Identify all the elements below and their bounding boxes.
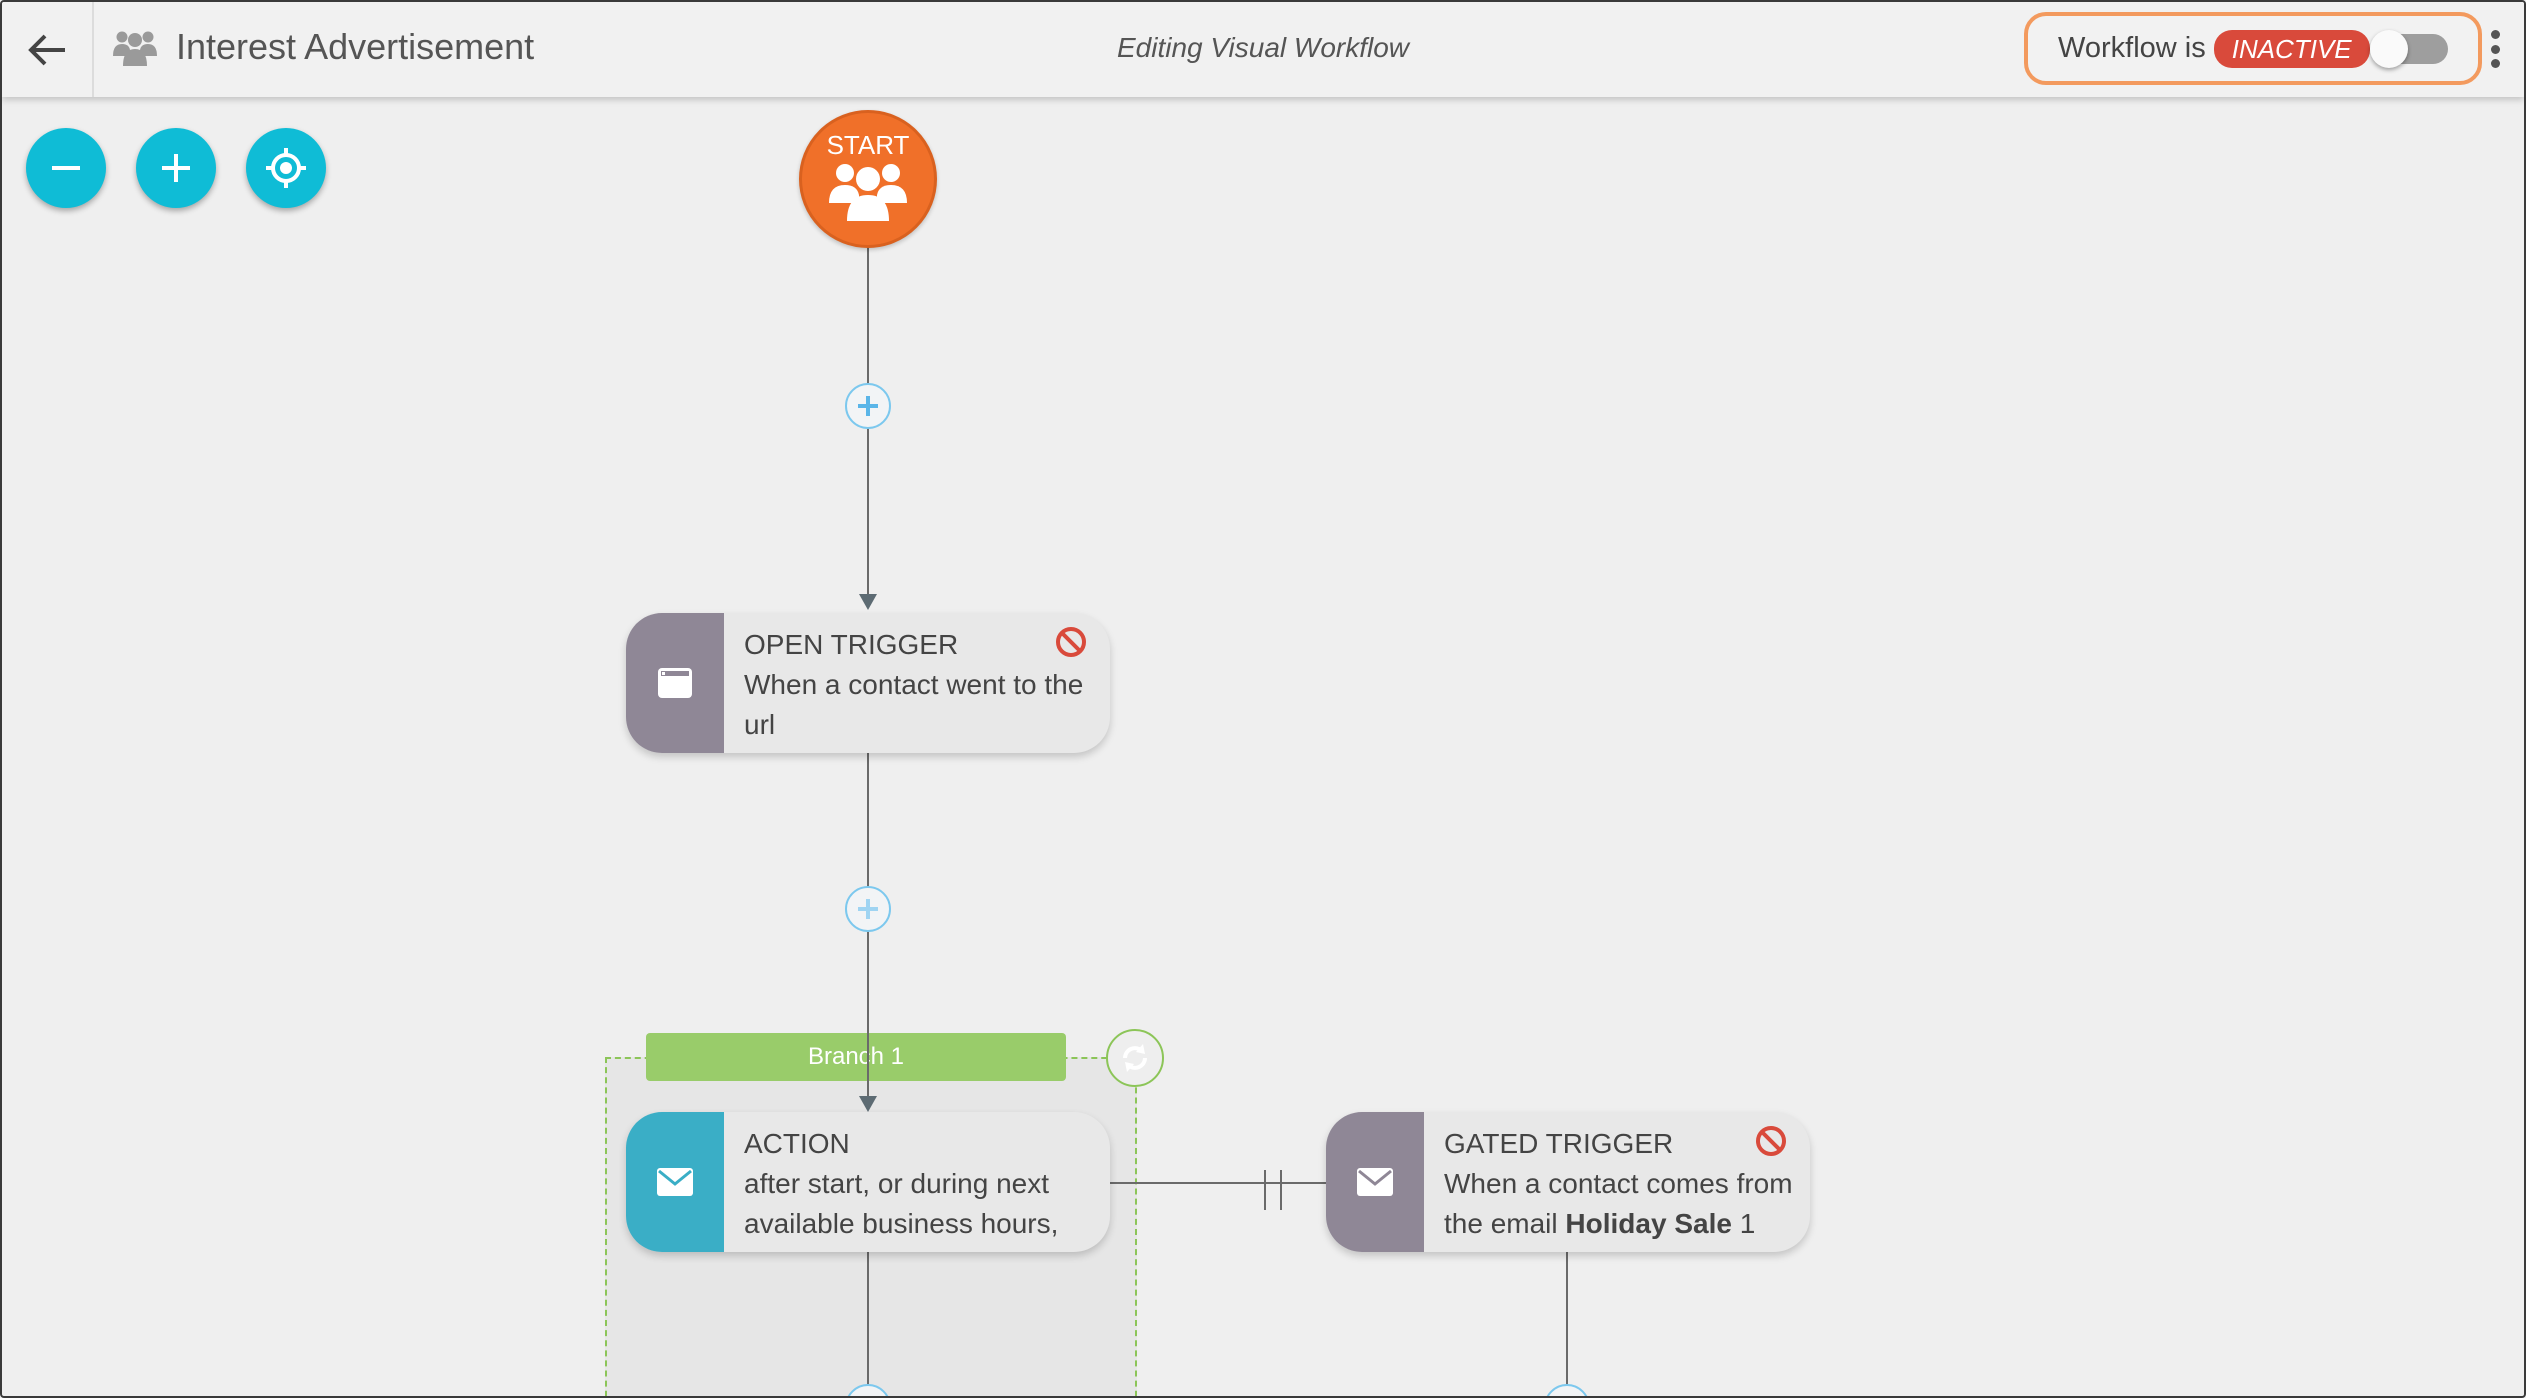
crosshair-icon: [266, 148, 306, 188]
workflow-title: Interest Advertisement: [176, 26, 535, 67]
contacts-group-icon: [829, 164, 907, 221]
node-icon-panel: [626, 613, 724, 753]
start-label: START: [826, 130, 910, 160]
plus-icon: [858, 396, 878, 416]
node-type: ACTION: [744, 1128, 850, 1159]
connector-line: [1110, 1182, 1328, 1184]
add-step-button[interactable]: [845, 886, 891, 932]
node-description: available business hours,: [744, 1208, 1059, 1239]
node-description: the email Holiday Sale 1: [1444, 1204, 1794, 1244]
plus-icon: [858, 899, 878, 919]
connector-arrow: [859, 594, 877, 610]
disabled-icon: [1756, 1126, 1786, 1156]
more-options-icon[interactable]: [2480, 24, 2510, 74]
activate-toggle[interactable]: [2370, 30, 2448, 68]
open-trigger-node[interactable]: OPEN TRIGGER When a contact went to the …: [626, 613, 1110, 753]
toggle-knob[interactable]: [2370, 30, 2408, 68]
connector-line: [1566, 1252, 1568, 1396]
desc-text: the email: [1444, 1208, 1566, 1239]
recenter-button[interactable]: [246, 128, 326, 208]
node-description: When a contact went to the: [744, 669, 1084, 700]
back-button[interactable]: [2, 2, 94, 97]
gated-trigger-node[interactable]: GATED TRIGGER When a contact comes from …: [1326, 1112, 1810, 1252]
zoom-in-button[interactable]: [136, 128, 216, 208]
desc-text: 1: [1731, 1208, 1756, 1239]
node-type: OPEN TRIGGER: [744, 629, 959, 660]
node-description: url: [744, 709, 776, 740]
add-step-button[interactable]: [845, 383, 891, 429]
zoom-out-icon: [52, 166, 80, 170]
status-label: Workflow is: [2058, 32, 2206, 64]
branch-label[interactable]: Branch 1: [646, 1033, 1066, 1081]
action-node[interactable]: ACTION after start, or during next avail…: [626, 1112, 1110, 1252]
gate-marker: [1264, 1170, 1266, 1210]
node-type: GATED TRIGGER: [1444, 1128, 1674, 1159]
status-badge: INACTIVE: [2213, 29, 2370, 68]
workflow-status-panel: Workflow is INACTIVE: [2024, 12, 2482, 85]
loop-icon[interactable]: [1106, 1029, 1164, 1087]
connector-arrow: [859, 1096, 877, 1112]
start-node[interactable]: START: [799, 110, 937, 248]
node-icon-panel: [626, 1112, 724, 1252]
envelope-icon: [1357, 1168, 1393, 1196]
arrow-left-icon: [28, 34, 65, 65]
add-step-button[interactable]: [1544, 1384, 1590, 1396]
envelope-icon: [657, 1168, 693, 1196]
contacts-group-icon: [113, 31, 157, 66]
node-description: When a contact comes from: [1444, 1168, 1793, 1199]
zoom-in-icon: [162, 154, 190, 182]
disabled-icon: [1056, 627, 1086, 657]
zoom-out-button[interactable]: [26, 128, 106, 208]
node-description: after start, or during next: [744, 1168, 1050, 1199]
browser-window-icon: [658, 668, 692, 698]
email-name: Holiday Sale: [1565, 1208, 1732, 1239]
node-icon-panel: [1326, 1112, 1424, 1252]
connector-line: [867, 1252, 869, 1396]
top-bar: Interest Advertisement Editing Visual Wo…: [2, 2, 2524, 97]
gate-marker: [1280, 1170, 1282, 1210]
